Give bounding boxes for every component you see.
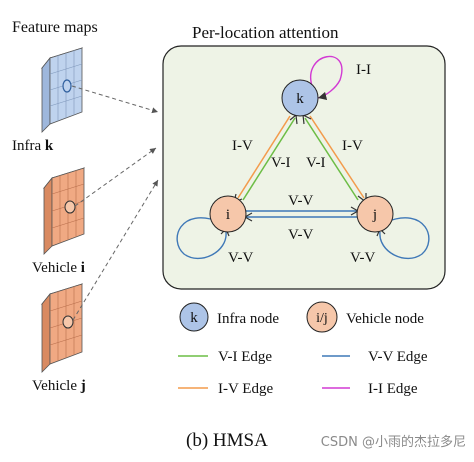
svg-text:i/j: i/j (316, 311, 328, 326)
attention-panel-title: Per-location attention (192, 23, 339, 42)
edge-label-left-outer: I-V (232, 138, 253, 154)
legend: k Infra node i/j Vehicle node V-I Edge V… (178, 301, 428, 397)
legend-iv-edge-label: I-V Edge (218, 381, 273, 397)
edge-iv-k-to-j (309, 115, 365, 199)
infra-feature-map (40, 47, 84, 133)
svg-text:k: k (190, 310, 198, 326)
edge-label-self-k: I-I (356, 62, 371, 78)
edge-label-right-inner: V-I (306, 155, 325, 171)
edge-self-k (309, 55, 343, 101)
legend-ii-edge-label: I-I Edge (368, 381, 418, 397)
legend-infra-node-label: Infra node (217, 311, 279, 327)
edge-self-j (379, 217, 430, 260)
edge-label-self-j: V-V (350, 250, 375, 266)
infra-map-label: Infra k (12, 138, 54, 154)
svg-text:j: j (372, 207, 377, 223)
edge-vi-j-to-k (304, 117, 359, 201)
legend-vi-edge-label: V-I Edge (218, 349, 272, 365)
node-i: i (209, 195, 247, 233)
edge-self-i (176, 217, 227, 260)
edge-label-right-outer: I-V (342, 138, 363, 154)
node-j: j (356, 195, 394, 233)
map-to-attention-arrows (71, 85, 159, 321)
node-k: k (281, 79, 319, 117)
legend-vehicle-node: i/j Vehicle node (306, 301, 424, 333)
feature-maps-title: Feature maps (12, 19, 98, 36)
watermark: CSDN @小雨的杰拉多尼 (321, 434, 466, 450)
svg-text:i: i (226, 207, 230, 223)
figure-caption: (b) HMSA (186, 430, 268, 451)
edge-label-left-inner: V-I (271, 155, 290, 171)
edge-vi-i-to-k (242, 117, 296, 201)
edge-label-bottom-top: V-V (288, 193, 313, 209)
edge-label-self-i: V-V (228, 250, 253, 266)
vehicle-j-map-label: Vehicle j (32, 378, 86, 394)
edge-label-bottom-bottom: V-V (288, 227, 313, 243)
vehicle-j-feature-map (40, 283, 84, 373)
vehicle-i-feature-map (42, 167, 86, 255)
edge-iv-k-to-i (237, 115, 291, 199)
legend-vv-edge-label: V-V Edge (368, 349, 428, 365)
infra-location-marker (62, 79, 72, 93)
legend-infra-node: k Infra node (179, 302, 279, 332)
vehicle-i-map-label: Vehicle i (32, 260, 85, 276)
svg-text:k: k (296, 91, 304, 107)
legend-vehicle-node-label: Vehicle node (346, 311, 424, 327)
